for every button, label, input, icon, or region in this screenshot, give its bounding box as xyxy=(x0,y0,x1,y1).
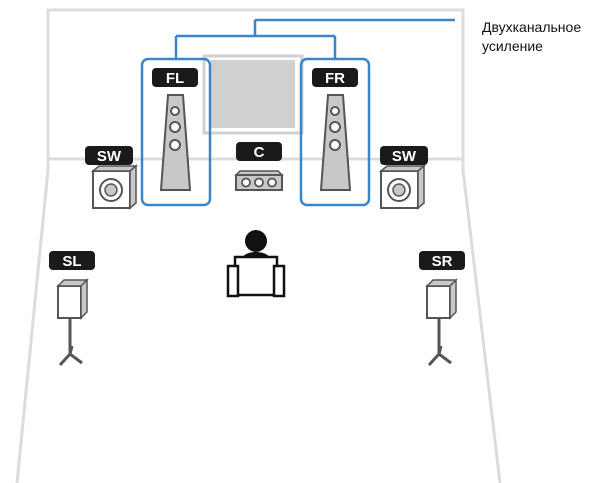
subwoofer-right-label: SW xyxy=(380,146,428,165)
surround-left-label: SL xyxy=(49,251,95,270)
surround-left-speaker-icon xyxy=(56,278,89,367)
bi-amp-connector xyxy=(174,18,455,59)
surround-right-label-text: SR xyxy=(432,253,453,270)
front-left-label: FL xyxy=(152,68,198,87)
surround-left-label-text: SL xyxy=(62,253,81,270)
center-label: C xyxy=(236,142,282,161)
front-right-label: FR xyxy=(312,68,358,87)
front-right-highlight xyxy=(299,57,371,207)
front-right-speaker-icon xyxy=(319,94,352,191)
front-left-speaker-icon xyxy=(159,94,192,191)
subwoofer-left-icon xyxy=(90,164,139,210)
front-left-label-text: FL xyxy=(166,70,184,87)
tv-screen xyxy=(202,54,304,135)
bi-amp-annotation-line2: усиление xyxy=(482,38,543,54)
center-speaker-icon xyxy=(234,170,284,191)
bi-amp-annotation-line1: Двухканальное xyxy=(482,19,581,35)
listener-icon xyxy=(226,230,286,298)
subwoofer-left-label: SW xyxy=(85,146,133,165)
subwoofer-right-icon xyxy=(378,164,427,210)
surround-right-label: SR xyxy=(419,251,465,270)
front-right-label-text: FR xyxy=(325,70,345,87)
subwoofer-right-label-text: SW xyxy=(392,148,417,165)
center-label-text: C xyxy=(254,144,265,161)
subwoofer-left-label-text: SW xyxy=(97,148,122,165)
surround-right-speaker-icon xyxy=(425,278,458,367)
front-left-highlight xyxy=(140,57,212,207)
